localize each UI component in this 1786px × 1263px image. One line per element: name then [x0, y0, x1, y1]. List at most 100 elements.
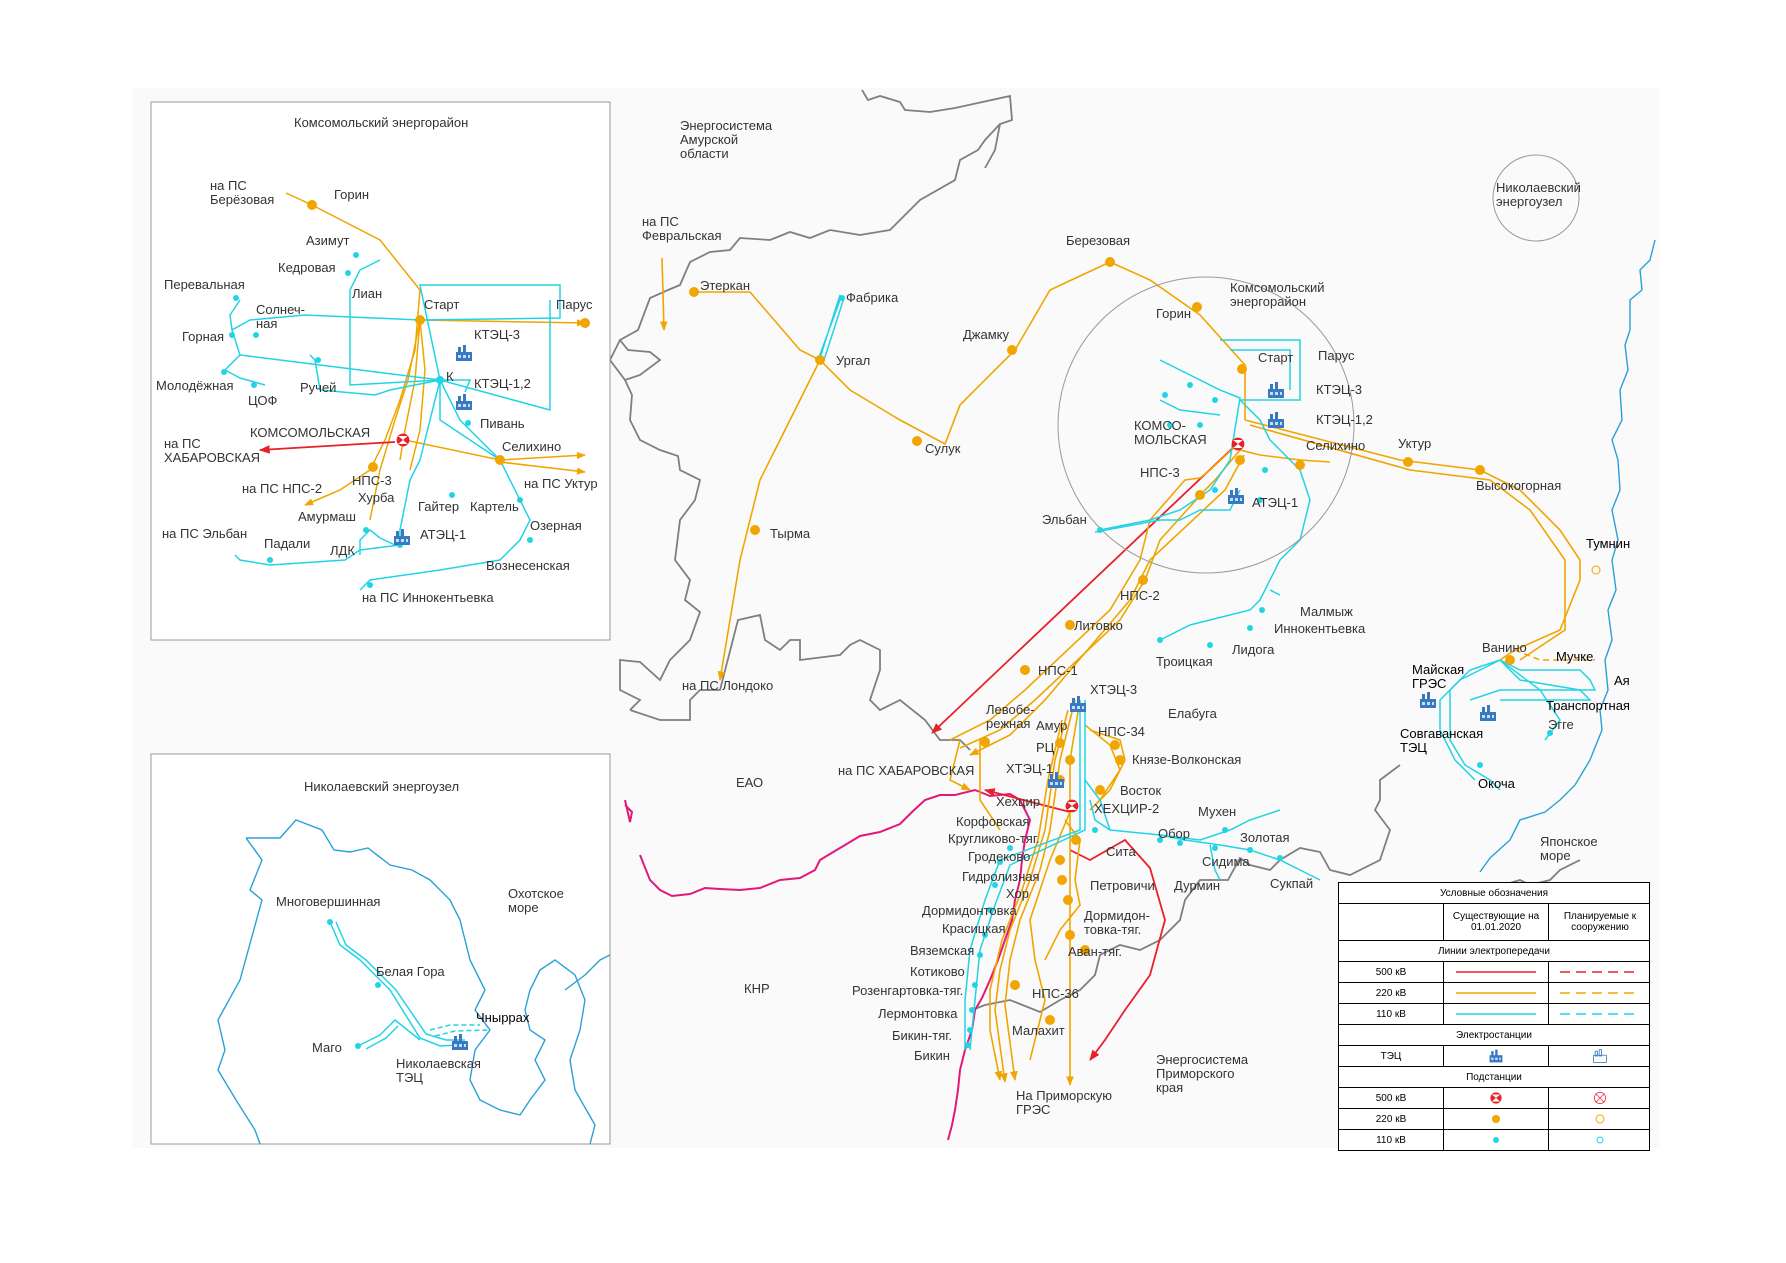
substation-110-planned-icon — [1596, 1136, 1604, 1144]
ik-ruchey: Ручей — [300, 380, 336, 395]
label-krasitskaya: Красицкая — [942, 921, 1005, 936]
label-sita: Сита — [1106, 844, 1136, 859]
label-petrovichi: Петровичи — [1090, 878, 1155, 893]
label-dzhamku: Джамку — [963, 327, 1010, 342]
substation-220-planned-icon — [1595, 1114, 1605, 1124]
label-nps1: НПС-1 — [1038, 663, 1078, 678]
label-obor: Обор — [1158, 826, 1190, 841]
lines-110kv — [817, 294, 1597, 1051]
label-innokentevka: Иннокентьевка — [1274, 621, 1366, 636]
ik-solnechnaya: Солнеч-ная — [256, 302, 305, 331]
label-eterkan: Этеркан — [700, 278, 750, 293]
ik-khurba: Хурба — [358, 490, 395, 505]
label-selikhino: Селихино — [1306, 438, 1365, 453]
legend-sub-110: 110 кВ — [1376, 1134, 1406, 1146]
substations-110kv — [839, 295, 1553, 1048]
region-borders — [608, 89, 1581, 1014]
label-urgal: Ургал — [836, 353, 870, 368]
legend-line-110-planned — [1560, 1013, 1640, 1015]
ik-ktec3: КТЭЦ-3 — [474, 327, 520, 342]
legend-section-plants: Электростанции — [1456, 1029, 1532, 1041]
label-mukhen: Мухен — [1198, 804, 1236, 819]
ik-azimut: Азимут — [306, 233, 349, 248]
label-atec1: АТЭЦ-1 — [1252, 495, 1298, 510]
label-komsomolskaya: КОМСО-МОЛЬСКАЯ — [1134, 418, 1207, 447]
label-aya: Ая — [1614, 673, 1630, 688]
tec-planned-icon — [1593, 1049, 1607, 1063]
label-muchke: Мучке — [1556, 649, 1593, 664]
label-elabuga: Елабуга — [1168, 706, 1218, 721]
label-bikin-tyag: Бикин-тяг. — [892, 1028, 952, 1043]
ik-gornaya: Горная — [182, 329, 224, 344]
label-rozengartovka: Розенгартовка-тяг. — [852, 983, 963, 998]
ik-amurmash: Амурмаш — [298, 509, 356, 524]
in-chnyrrakh: Чныррах — [476, 1010, 530, 1025]
ik-to-innokentevka: на ПС Иннокентьевка — [362, 590, 494, 605]
label-vanino: Ванино — [1482, 640, 1527, 655]
label-khor: Хор — [1006, 886, 1029, 901]
ik-to-nps2: на ПС НПС-2 — [242, 481, 322, 496]
legend-tec: ТЭЦ — [1380, 1050, 1402, 1062]
ik-selikhino: Селихино — [502, 439, 561, 454]
label-lermontovka: Лермонтовка — [878, 1006, 958, 1021]
label-nps36: НПС-36 — [1032, 986, 1079, 1001]
label-knr: КНР — [744, 981, 770, 996]
tumnin-planned-icon — [1591, 565, 1601, 575]
label-sidima: Сидима — [1202, 854, 1250, 869]
legend-sub-220: 220 кВ — [1375, 1113, 1407, 1125]
label-kruglikovo: Кругликово-тяг. — [948, 831, 1040, 846]
tec-existing-icon — [1488, 1048, 1504, 1064]
ik-gaiter: Гайтер — [418, 499, 459, 514]
label-dormidontovka-tyag: Дормидон-товка-тяг. — [1084, 908, 1150, 937]
label-amur: Амур — [1036, 718, 1067, 733]
ik-ozernaya: Озерная — [530, 518, 582, 533]
label-gorin: Горин — [1156, 306, 1191, 321]
legend-col-existing: Существующие на 01.01.2020 — [1452, 911, 1540, 933]
label-ktec3: КТЭЦ-3 — [1316, 382, 1362, 397]
label-htec3: ХТЭЦ-3 — [1090, 682, 1137, 697]
label-nps3: НПС-3 — [1140, 465, 1180, 480]
label-to-londoko: на ПС Лондоко — [682, 678, 773, 693]
ik-molodezhnaya: Молодёжная — [156, 378, 234, 393]
ik-kartel: Картель — [470, 499, 519, 514]
legend-line-500-existing — [1456, 971, 1536, 973]
komsomolsk-region-circle — [1057, 276, 1355, 574]
ik-atec1: АТЭЦ-1 — [420, 527, 466, 542]
label-knyaze-volkonskaya: Князе-Волконская — [1132, 752, 1241, 767]
label-ktec12: КТЭЦ-1,2 — [1316, 412, 1373, 427]
ik-parus: Парус — [556, 297, 593, 312]
in-belaya-gora: Белая Гора — [376, 964, 445, 979]
rivers — [1479, 239, 1656, 873]
substation-500-existing-icon — [1489, 1091, 1503, 1105]
legend-title: Условные обозначения — [1439, 887, 1549, 899]
label-okocha: Окоча — [1478, 776, 1516, 791]
label-sukpay: Сукпай — [1270, 876, 1313, 891]
substation-220-existing-icon — [1492, 1115, 1500, 1123]
ik-gorin: Горин — [334, 187, 369, 202]
legend-section-substations: Подстанции — [1466, 1071, 1522, 1083]
label-eao: ЕАО — [736, 775, 763, 790]
label-litovko: Литовко — [1074, 618, 1123, 633]
legend-line-500: 500 кВ — [1375, 966, 1407, 978]
label-kotikovo: Котиково — [910, 964, 965, 979]
ik-ktec12: КТЭЦ-1,2 — [474, 376, 531, 391]
label-gidroliznaya: Гидролизная — [962, 869, 1040, 884]
ik-to-elban: на ПС Эльбан — [162, 526, 247, 541]
khekhtsir2-500-icon — [1065, 799, 1079, 813]
label-troitskaya: Троицкая — [1156, 654, 1213, 669]
label-start: Старт — [1258, 350, 1293, 365]
ik-lian: Лиан — [352, 286, 382, 301]
label-grodekovo: Гродеково — [968, 849, 1030, 864]
label-uktur: Уктур — [1398, 436, 1431, 451]
label-nps2: НПС-2 — [1120, 588, 1160, 603]
substation-110-existing-icon — [1493, 1137, 1499, 1143]
